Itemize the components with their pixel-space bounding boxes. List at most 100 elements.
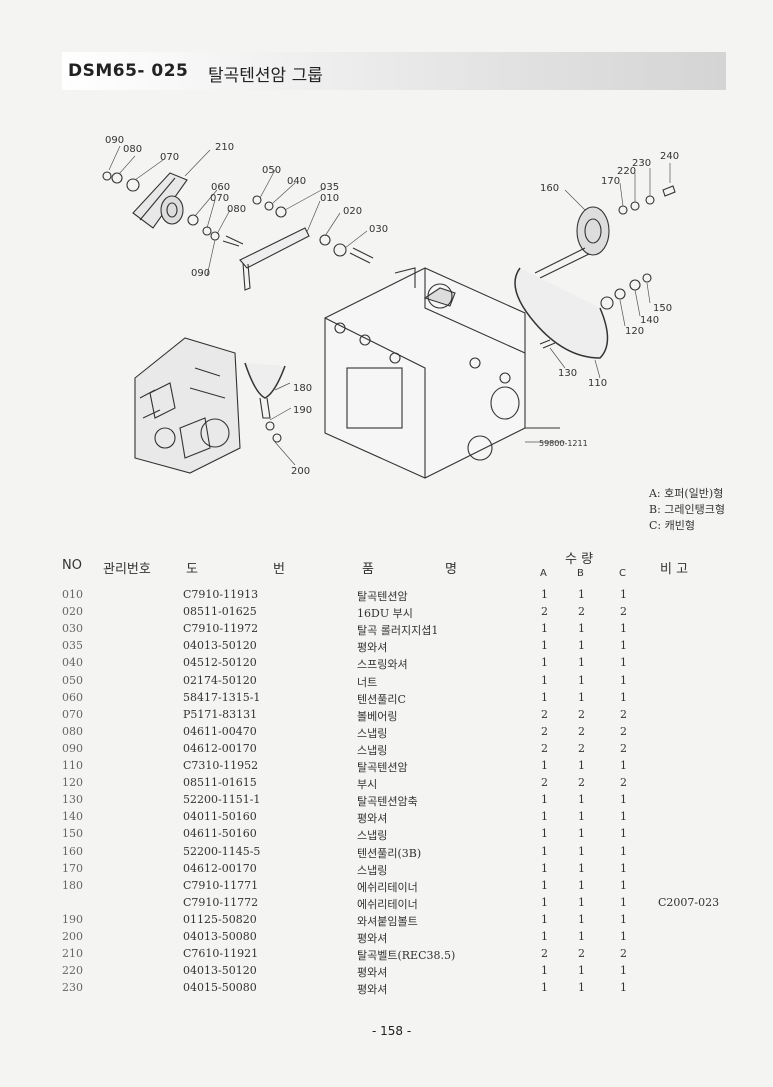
tension-pulley-right (514, 185, 676, 359)
row-qty-b: 1 (578, 639, 585, 653)
row-qty-a: 1 (541, 981, 548, 995)
svg-text:150: 150 (653, 303, 672, 314)
row-no: 140 (62, 810, 83, 824)
svg-text:200: 200 (291, 466, 310, 477)
row-part-number: 04013-50120 (183, 964, 257, 978)
engine-block-left (134, 337, 241, 474)
row-qty-a: 1 (541, 759, 548, 772)
row-qty-a: 2 (541, 707, 548, 721)
row-qty-c: 1 (620, 981, 627, 995)
row-qty-c: 1 (620, 878, 627, 892)
row-qty-c: 1 (620, 861, 627, 875)
row-qty-c: 1 (620, 759, 627, 772)
row-qty-b: 1 (578, 981, 585, 995)
row-part-number: 04512-50120 (183, 656, 257, 670)
row-qty-b: 1 (578, 759, 585, 772)
row-qty-c: 2 (620, 707, 627, 721)
row-qty-a: 1 (541, 656, 548, 670)
row-part-number: 04011-50160 (183, 810, 257, 824)
row-part-number: 52200-1151-1 (183, 793, 261, 807)
row-part-name: 텐션풀리(3B) (357, 846, 422, 860)
svg-text:120: 120 (625, 326, 644, 337)
row-part-name: 탈곡텐션암 (357, 761, 408, 774)
row-no: 230 (62, 981, 83, 995)
row-part-number: 08511-01615 (183, 776, 257, 790)
row-qty-b: 1 (578, 930, 585, 943)
row-no: 170 (62, 861, 83, 875)
row-part-number: 08511-01625 (183, 605, 257, 619)
row-qty-b: 1 (578, 878, 585, 892)
row-part-name: 탈곡벨트(REC38.5) (357, 949, 456, 963)
row-qty-b: 1 (578, 793, 585, 807)
row-qty-a: 1 (541, 861, 548, 875)
row-part-number: 52200-1145-5 (183, 844, 261, 858)
row-qty-b: 1 (578, 827, 585, 841)
svg-text:190: 190 (293, 405, 312, 416)
svg-text:050: 050 (262, 165, 281, 176)
row-qty-b: 1 (578, 656, 585, 670)
row-part-name: 평와셔 (357, 932, 388, 945)
svg-text:130: 130 (558, 368, 577, 379)
roller-shaft (319, 234, 374, 264)
svg-text:010: 010 (320, 193, 339, 204)
row-qty-a: 1 (541, 895, 548, 909)
row-qty-a: 2 (541, 605, 548, 619)
row-qty-a: 1 (541, 639, 548, 653)
row-qty-b: 2 (578, 707, 585, 721)
row-qty-c: 1 (620, 810, 627, 824)
page-number: - 158 - (372, 1024, 412, 1038)
row-qty-b: 1 (578, 810, 585, 824)
row-no: 060 (62, 690, 83, 704)
row-qty-a: 1 (541, 930, 548, 943)
header-qty-b: B (577, 568, 584, 579)
row-part-number: C7610-11921 (183, 947, 259, 961)
row-qty-a: 1 (541, 878, 548, 892)
row-no: 020 (62, 605, 83, 619)
header-quantity: 수 량 (565, 552, 594, 567)
row-no: 160 (62, 844, 83, 858)
svg-text:180: 180 (293, 383, 312, 394)
row-qty-c: 1 (620, 656, 627, 670)
row-no: 010 (62, 588, 83, 601)
row-qty-a: 1 (541, 588, 548, 601)
header-name-2: 명 (445, 562, 457, 577)
svg-text:035: 035 (320, 182, 339, 193)
svg-text:070: 070 (160, 152, 179, 163)
row-qty-c: 1 (620, 827, 627, 841)
header-drawing-1: 도 (186, 562, 198, 577)
row-qty-b: 2 (578, 724, 585, 738)
row-part-number: 04013-50120 (183, 639, 257, 653)
svg-text:040: 040 (287, 176, 306, 187)
row-qty-b: 1 (578, 912, 585, 926)
row-qty-c: 1 (620, 912, 627, 926)
row-remarks: C2007-023 (658, 895, 720, 909)
row-qty-a: 2 (541, 724, 548, 738)
row-no: 180 (62, 878, 83, 892)
row-part-number: C7910-11772 (183, 895, 259, 909)
row-qty-b: 2 (578, 605, 585, 619)
row-qty-b: 1 (578, 673, 585, 687)
row-no: 220 (62, 964, 83, 978)
row-part-name: 부시 (357, 778, 378, 792)
row-part-number: 04611-00470 (183, 724, 257, 738)
svg-text:240: 240 (660, 151, 679, 162)
row-no: 050 (62, 673, 83, 687)
row-part-name: 스냅링 (357, 829, 388, 843)
header-mgmt-number: 관리번호 (103, 562, 151, 577)
row-qty-c: 2 (620, 947, 627, 961)
row-qty-b: 1 (578, 844, 585, 858)
row-no: 120 (62, 776, 83, 790)
row-qty-c: 1 (620, 844, 627, 858)
row-part-number: 04013-50080 (183, 930, 257, 943)
page-header: DSM65- 025 탈곡텐션암 그룹 (62, 52, 726, 90)
